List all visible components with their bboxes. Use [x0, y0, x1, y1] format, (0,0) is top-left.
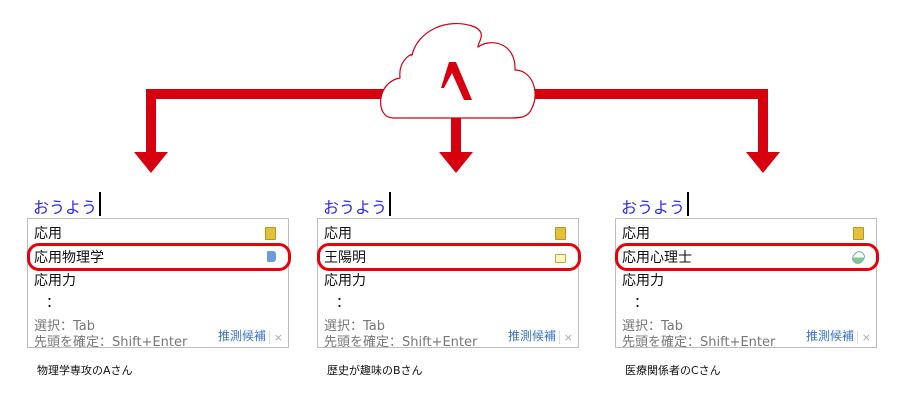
open-book-icon — [555, 254, 566, 263]
candidate-item[interactable]: 応用 — [622, 226, 650, 242]
candidate-item[interactable]: 応用 — [324, 226, 352, 242]
hint-select: 選択：Tab — [622, 319, 684, 334]
star-dictionary-icon — [555, 227, 566, 240]
highlight-ring — [27, 243, 291, 271]
hint-select: 選択：Tab — [34, 319, 96, 334]
highlight-ring — [317, 243, 581, 271]
caption: 歴史が趣味のBさん — [327, 364, 423, 377]
text-cursor — [687, 192, 689, 216]
highlight-ring — [615, 243, 879, 271]
ellipsis: ： — [336, 295, 350, 311]
candidate-window: 応用 王陽明 応用力 ： 選択：Tab 先頭を確定：Shift+Enter 推測… — [317, 218, 581, 350]
ime-input-text[interactable]: おうよう — [33, 198, 98, 217]
hint-confirm: 先頭を確定：Shift+Enter — [622, 335, 776, 350]
candidate-item[interactable]: 応用 — [34, 226, 62, 242]
suggest-link[interactable]: 推測候補 — [805, 329, 854, 343]
connector-right — [758, 89, 768, 155]
candidate-window: 応用 応用物理学 応用力 ： 選択：Tab 先頭を確定：Shift+Enter … — [27, 218, 291, 350]
close-button[interactable]: × — [268, 331, 283, 344]
suggest-link[interactable]: 推測候補 — [217, 329, 266, 343]
suggest-link[interactable]: 推測候補 — [507, 329, 556, 343]
candidate-item[interactable]: 王陽明 — [324, 250, 366, 266]
hint-confirm: 先頭を確定：Shift+Enter — [34, 335, 188, 350]
star-dictionary-icon — [265, 227, 276, 240]
hint-confirm: 先頭を確定：Shift+Enter — [324, 335, 478, 350]
hint-select: 選択：Tab — [324, 319, 386, 334]
text-cursor — [99, 192, 101, 216]
caption: 医療関係者のCさん — [625, 364, 721, 377]
candidate-item[interactable]: 応用力 — [324, 273, 366, 289]
text-cursor — [389, 192, 391, 216]
ellipsis: ： — [634, 295, 648, 311]
close-button[interactable]: × — [856, 331, 871, 344]
ellipsis: ： — [46, 295, 60, 311]
arrow-middle-icon — [439, 152, 473, 173]
arrow-left-icon — [134, 152, 168, 173]
arrow-right-icon — [746, 152, 780, 173]
star-dictionary-icon — [853, 227, 864, 240]
ime-input-text[interactable]: おうよう — [323, 198, 388, 217]
close-button[interactable]: × — [558, 331, 573, 344]
candidate-item[interactable]: 応用力 — [34, 273, 76, 289]
caption: 物理学専攻のAさん — [37, 364, 133, 377]
candidate-item[interactable]: 応用心理士 — [622, 250, 692, 266]
connector-left — [146, 89, 156, 155]
candidate-item[interactable]: 応用物理学 — [34, 250, 104, 266]
candidate-item[interactable]: 応用力 — [622, 273, 664, 289]
book-blue-icon — [267, 251, 276, 262]
connector-middle — [451, 110, 461, 155]
logo-icon — [441, 62, 472, 100]
candidate-window: 応用 応用心理士 応用力 ： 選択：Tab 先頭を確定：Shift+Enter … — [615, 218, 879, 350]
ime-input-text[interactable]: おうよう — [621, 198, 686, 217]
